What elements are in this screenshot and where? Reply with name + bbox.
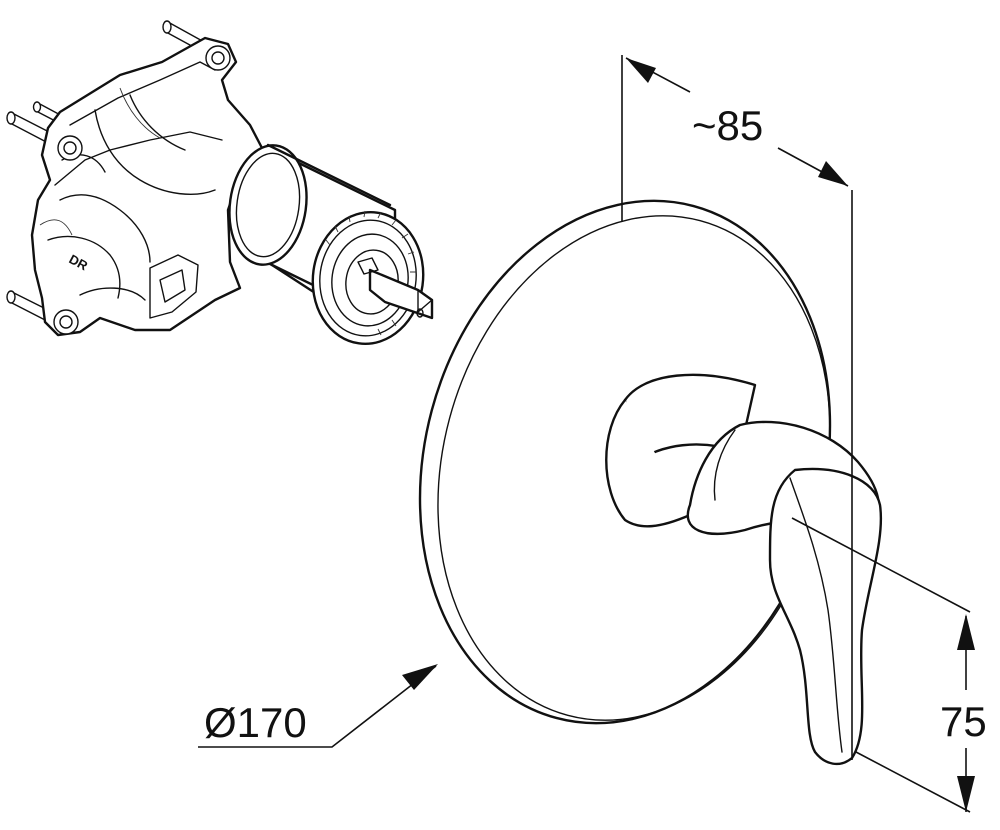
depth-dimension: ~85 <box>621 55 853 760</box>
height-label: 75 <box>940 698 987 745</box>
bolt-icon <box>205 45 231 71</box>
bolt-icon <box>53 309 79 335</box>
mounting-studs <box>6 20 216 323</box>
valve-body-icon: DR <box>6 20 434 346</box>
cartridge-icon <box>228 143 434 346</box>
diameter-dimension: Ø170 <box>198 664 438 748</box>
lever-handle-icon <box>605 373 883 766</box>
depth-label: ~85 <box>692 102 763 149</box>
bolt-icon <box>57 135 83 161</box>
diameter-label: Ø170 <box>204 699 307 746</box>
height-dimension: 75 <box>791 517 987 813</box>
housing <box>30 36 264 337</box>
